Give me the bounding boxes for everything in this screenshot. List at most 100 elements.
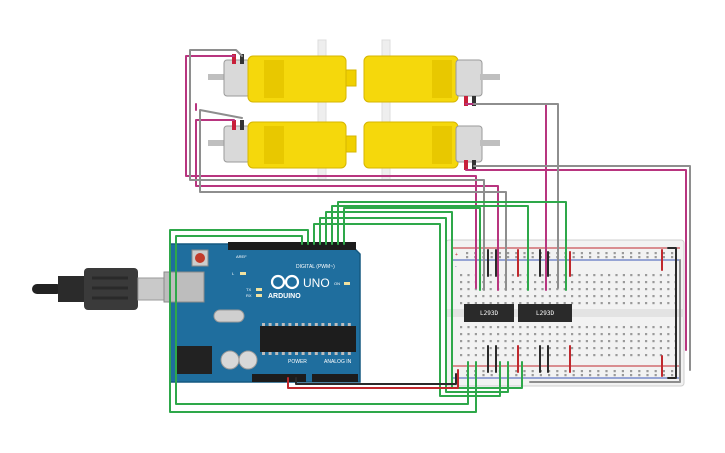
rail-hole[interactable] [523,252,526,255]
breadboard-hole[interactable] [659,326,662,329]
breadboard-hole[interactable] [541,274,544,277]
breadboard-hole[interactable] [608,295,611,298]
breadboard-hole[interactable] [578,326,581,329]
breadboard-hole[interactable] [489,295,492,298]
rail-hole[interactable] [654,252,657,255]
motor-top-right[interactable] [363,55,500,106]
breadboard-hole[interactable] [541,302,544,305]
breadboard-hole[interactable] [548,295,551,298]
breadboard-hole[interactable] [608,326,611,329]
breadboard-hole[interactable] [541,326,544,329]
breadboard-hole[interactable] [645,333,648,336]
breadboard-hole[interactable] [593,295,596,298]
rail-hole[interactable] [646,252,649,255]
rail-hole[interactable] [466,256,469,259]
breadboard-hole[interactable] [460,295,463,298]
breadboard-hole[interactable] [497,302,500,305]
wire-black-rail[interactable] [667,247,677,379]
breadboard-hole[interactable] [645,326,648,329]
l293d-chip-2[interactable] [518,304,572,322]
breadboard-hole[interactable] [615,288,618,291]
breadboard-hole[interactable] [652,302,655,305]
motor-bottom-left[interactable] [208,120,357,169]
breadboard-hole[interactable] [511,302,514,305]
breadboard-hole[interactable] [630,288,633,291]
rail-hole[interactable] [630,370,633,373]
breadboard-hole[interactable] [578,347,581,350]
breadboard-hole[interactable] [474,340,477,343]
breadboard-hole[interactable] [637,288,640,291]
breadboard-hole[interactable] [571,288,574,291]
breadboard-hole[interactable] [659,354,662,357]
breadboard-hole[interactable] [585,302,588,305]
breadboard-hole[interactable] [667,281,670,284]
rail-hole[interactable] [515,374,518,377]
breadboard-hole[interactable] [497,326,500,329]
breadboard-hole[interactable] [578,333,581,336]
breadboard-hole[interactable] [593,333,596,336]
breadboard-hole[interactable] [630,295,633,298]
rail-hole[interactable] [605,252,608,255]
breadboard-hole[interactable] [652,354,655,357]
breadboard-hole[interactable] [622,274,625,277]
rail-hole[interactable] [564,374,567,377]
breadboard-hole[interactable] [511,340,514,343]
breadboard-hole[interactable] [667,333,670,336]
wire-gray-rail[interactable] [529,259,681,383]
breadboard-hole[interactable] [474,302,477,305]
breadboard-hole[interactable] [460,333,463,336]
breadboard-hole[interactable] [489,281,492,284]
rail-hole[interactable] [580,374,583,377]
breadboard-hole[interactable] [600,288,603,291]
breadboard-hole[interactable] [667,354,670,357]
breadboard-hole[interactable] [482,326,485,329]
breadboard-hole[interactable] [534,333,537,336]
breadboard-hole[interactable] [519,354,522,357]
breadboard-hole[interactable] [526,333,529,336]
rail-hole[interactable] [621,374,624,377]
breadboard-hole[interactable] [563,274,566,277]
rail-hole[interactable] [515,256,518,259]
rail-hole[interactable] [523,374,526,377]
rail-hole[interactable] [490,252,493,255]
breadboard-hole[interactable] [474,326,477,329]
breadboard-hole[interactable] [511,274,514,277]
breadboard-hole[interactable] [630,302,633,305]
breadboard-hole[interactable] [600,326,603,329]
rail-hole[interactable] [613,374,616,377]
breadboard-hole[interactable] [652,340,655,343]
wire-gray-4[interactable] [473,165,691,371]
breadboard-hole[interactable] [593,326,596,329]
breadboard-hole[interactable] [578,281,581,284]
breadboard-hole[interactable] [652,281,655,284]
breadboard-hole[interactable] [615,347,618,350]
rail-hole[interactable] [572,374,575,377]
breadboard-hole[interactable] [556,340,559,343]
wire-green-7[interactable] [337,201,567,291]
breadboard-hole[interactable] [645,281,648,284]
breadboard-hole[interactable] [630,347,633,350]
breadboard-hole[interactable] [667,274,670,277]
breadboard-hole[interactable] [600,281,603,284]
breadboard-hole[interactable] [534,302,537,305]
breadboard-hole[interactable] [534,288,537,291]
breadboard-hole[interactable] [615,281,618,284]
breadboard-hole[interactable] [608,347,611,350]
breadboard-hole[interactable] [608,333,611,336]
wire-gray-3[interactable] [199,109,507,291]
rail-hole[interactable] [507,256,510,259]
breadboard-hole[interactable] [637,333,640,336]
breadboard-hole[interactable] [511,354,514,357]
breadboard-hole[interactable] [571,333,574,336]
breadboard-hole[interactable] [630,274,633,277]
breadboard-hole[interactable] [637,302,640,305]
breadboard-hole[interactable] [630,340,633,343]
breadboard-hole[interactable] [563,347,566,350]
breadboard-hole[interactable] [615,333,618,336]
breadboard-hole[interactable] [556,302,559,305]
breadboard-hole[interactable] [563,295,566,298]
rail-hole[interactable] [572,370,575,373]
breadboard-hole[interactable] [600,295,603,298]
breadboard-hole[interactable] [578,302,581,305]
